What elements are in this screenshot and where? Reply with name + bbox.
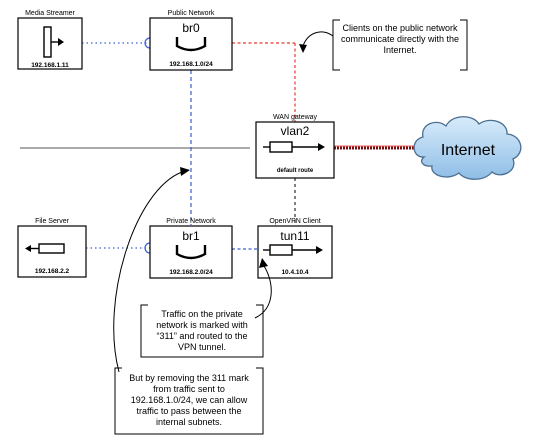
private-note: Traffic on the private network is marked… <box>156 309 248 352</box>
file-server-ip: 192.168.2.2 <box>35 268 70 275</box>
openvpn-client-title: OpenVPN Client <box>269 218 320 225</box>
bridge-icon <box>175 245 207 260</box>
wan-gateway-box[interactable] <box>255 121 335 179</box>
bottom-note-bracket <box>114 367 264 435</box>
media-streamer-ip: 192.168.1.11 <box>31 62 69 69</box>
openvpn-client-ip: 10.4.10.4 <box>281 269 308 276</box>
public-note-arrowhead <box>299 44 307 53</box>
private-network-box[interactable] <box>149 225 233 279</box>
private-network-title: Private Network <box>166 218 216 225</box>
br1-label: br1 <box>182 229 200 243</box>
port-br1-left <box>144 242 151 254</box>
bottom-note-pointer <box>113 171 183 373</box>
public-note-pointer <box>302 31 334 47</box>
public-network-title: Public Network <box>168 10 215 17</box>
internet-label: Internet <box>441 142 496 159</box>
bridge-icon <box>175 37 207 52</box>
vlan2-label: vlan2 <box>281 124 310 138</box>
public-note: Clients on the public network communicat… <box>340 23 460 55</box>
interface-icon <box>25 243 65 254</box>
private-note-pointer <box>254 265 272 319</box>
bottom-note-arrowhead <box>180 167 190 176</box>
public-network-ip: 192.168.1.0/24 <box>169 61 213 68</box>
br0-label: br0 <box>182 21 200 35</box>
private-network-ip: 192.168.2.0/24 <box>169 269 213 276</box>
private-note-bracket <box>140 304 264 358</box>
public-network-box[interactable] <box>149 17 233 71</box>
port-br0-left <box>144 37 151 49</box>
bottom-note: But by removing the 311 mark from traffi… <box>129 373 249 427</box>
wan-gateway-sub: default route <box>277 168 314 174</box>
file-server-title: File Server <box>35 218 70 225</box>
wan-gateway-title: WAN gateway <box>273 114 318 121</box>
public-note-bracket-right <box>460 19 468 71</box>
internet-cloud <box>413 116 522 180</box>
public-note-bracket-left <box>332 19 340 71</box>
media-streamer-icon <box>43 26 64 58</box>
interface-icon <box>263 141 325 153</box>
private-note-arrowhead <box>259 258 268 268</box>
interface-icon <box>263 244 323 256</box>
media-streamer-title: Media Streamer <box>25 10 75 17</box>
tun11-label: tun11 <box>280 229 309 243</box>
